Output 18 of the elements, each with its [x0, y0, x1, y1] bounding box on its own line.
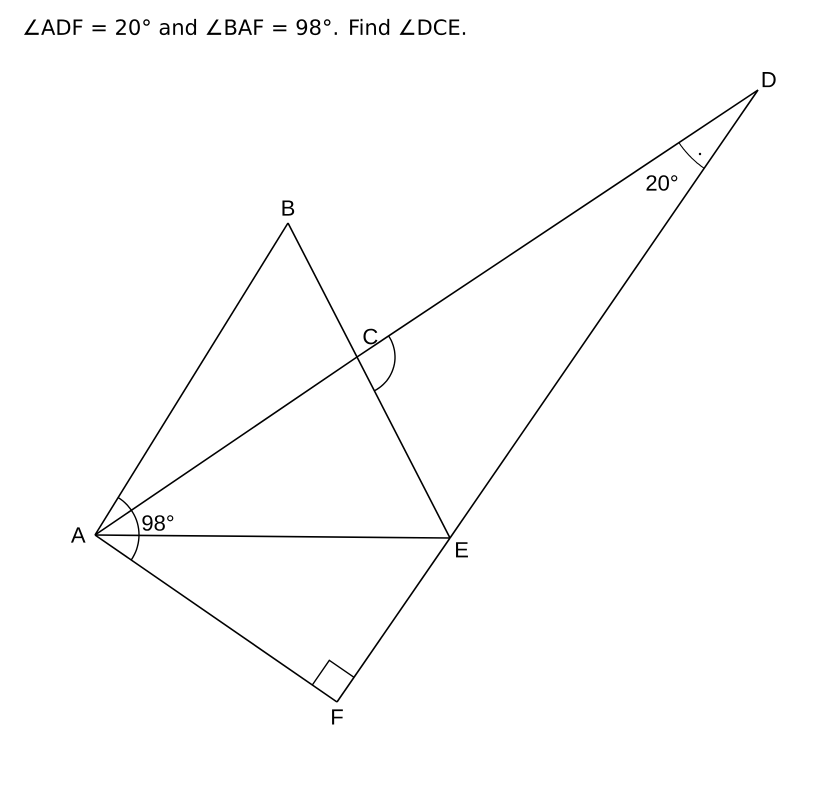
point-label: E: [456, 542, 468, 558]
line-segment: [94, 356, 358, 536]
line-segment: [336, 538, 451, 702]
point-label: F: [332, 709, 343, 725]
line-segment: [94, 222, 289, 536]
point-label: D: [762, 72, 776, 88]
line-segment: [449, 90, 759, 538]
point-label: A: [70, 527, 86, 543]
problem-statement: ∠ADF = 20° and ∠BAF = 98°. Find ∠DCE.: [24, 18, 466, 36]
point-label: C: [364, 328, 378, 344]
line-segment: [287, 222, 358, 358]
line-segment: [94, 534, 338, 703]
point-label: B: [282, 200, 294, 216]
line-segment: [356, 89, 758, 358]
angle-label: 98°: [142, 515, 174, 531]
line-segment: [356, 356, 451, 538]
line-segment: [95, 534, 450, 539]
angle-label: 20°: [646, 175, 678, 191]
